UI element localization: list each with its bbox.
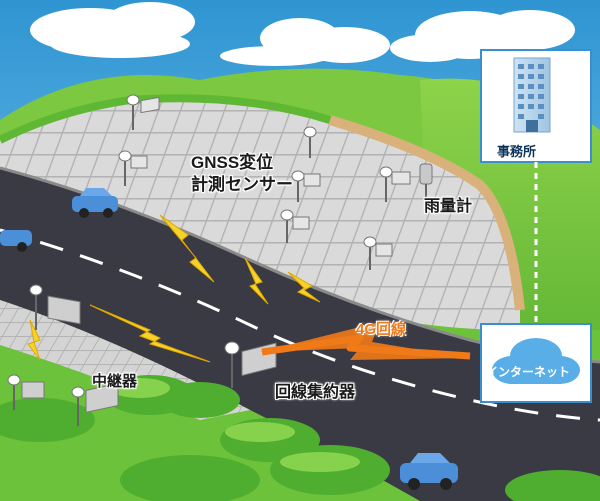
- road-center-line: [0, 228, 600, 422]
- rain-gauge-label: 雨量計: [424, 198, 473, 215]
- lightning-bolt-icon: [27, 214, 321, 363]
- cloud: [390, 10, 575, 62]
- slope-edge: [328, 115, 525, 311]
- internet-cloud-icon: [492, 338, 580, 384]
- cloud: [220, 18, 390, 66]
- road: [0, 168, 600, 501]
- gnss-label-line1: GNSS変位: [191, 153, 274, 172]
- internet-panel: [480, 323, 592, 403]
- link-4g-label: 4G回線: [356, 321, 407, 338]
- office-panel: [480, 49, 592, 163]
- bushes-light: [110, 378, 360, 472]
- relay-label: 中継器: [92, 373, 138, 390]
- office-building-icon: [513, 57, 551, 133]
- office-label: 事務所: [497, 144, 537, 159]
- gnss-label-line2: 計測センサー: [191, 175, 293, 194]
- link-4g-arrow: [260, 322, 470, 360]
- internet-label: インターネット: [486, 365, 571, 379]
- gnss-sensor-label: GNSS変位 計測センサー: [191, 152, 293, 196]
- car-icon: [400, 453, 458, 490]
- gnss-sensor-icon: [118, 94, 411, 270]
- cloud: [30, 2, 195, 58]
- car-icon: [0, 230, 32, 252]
- relay-icon: [7, 284, 119, 426]
- rain-gauge-icon: [419, 163, 433, 198]
- car-icon: [72, 188, 118, 218]
- aggregator-label: 回線集約器: [275, 384, 356, 401]
